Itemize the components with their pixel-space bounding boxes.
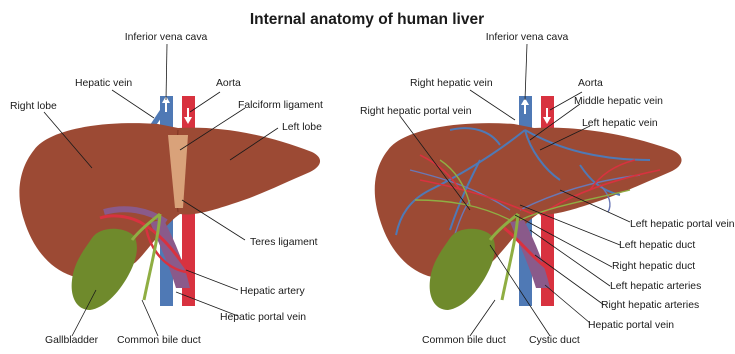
label-teres-ligament: Teres ligament bbox=[250, 237, 318, 248]
label-left-hepatic-duct: Left hepatic duct bbox=[619, 240, 695, 251]
label-inferior-vena-cava: Inferior vena cava bbox=[125, 32, 208, 43]
label-aorta-right: Aorta bbox=[578, 78, 603, 89]
label-right-hepatic-portal-vein: Right hepatic portal vein bbox=[360, 106, 472, 117]
label-hepatic-artery: Hepatic artery bbox=[240, 286, 305, 297]
label-inferior-vena-cava-right: Inferior vena cava bbox=[486, 32, 569, 43]
label-hepatic-portal-vein: Hepatic portal vein bbox=[220, 312, 306, 323]
label-middle-hepatic-vein: Middle hepatic vein bbox=[574, 96, 663, 107]
label-left-hepatic-vein: Left hepatic vein bbox=[582, 118, 658, 129]
label-hepatic-vein: Hepatic vein bbox=[75, 78, 132, 89]
label-right-hepatic-arteries: Right hepatic arteries bbox=[601, 300, 699, 311]
label-left-hepatic-portal-vein: Left hepatic portal vein bbox=[630, 219, 735, 230]
label-falciform-ligament: Falciform ligament bbox=[238, 100, 323, 111]
label-right-hepatic-vein: Right hepatic vein bbox=[410, 78, 493, 89]
label-gallbladder: Gallbladder bbox=[45, 335, 99, 346]
label-right-hepatic-duct: Right hepatic duct bbox=[612, 261, 695, 272]
label-left-hepatic-arteries: Left hepatic arteries bbox=[610, 281, 701, 292]
left-liver-diagram: Inferior vena cava Hepatic vein Aorta Fa… bbox=[10, 32, 323, 346]
label-hepatic-portal-vein-right: Hepatic portal vein bbox=[588, 320, 674, 331]
label-common-bile-duct: Common bile duct bbox=[117, 335, 201, 346]
label-cystic-duct: Cystic duct bbox=[529, 335, 580, 346]
label-right-lobe: Right lobe bbox=[10, 101, 57, 112]
figure-title: Internal anatomy of human liver bbox=[250, 11, 484, 28]
right-liver-diagram: Inferior vena cava Right hepatic vein Ao… bbox=[360, 32, 735, 346]
label-aorta: Aorta bbox=[216, 78, 241, 89]
label-left-lobe: Left lobe bbox=[282, 122, 322, 133]
label-common-bile-duct-right: Common bile duct bbox=[422, 335, 506, 346]
